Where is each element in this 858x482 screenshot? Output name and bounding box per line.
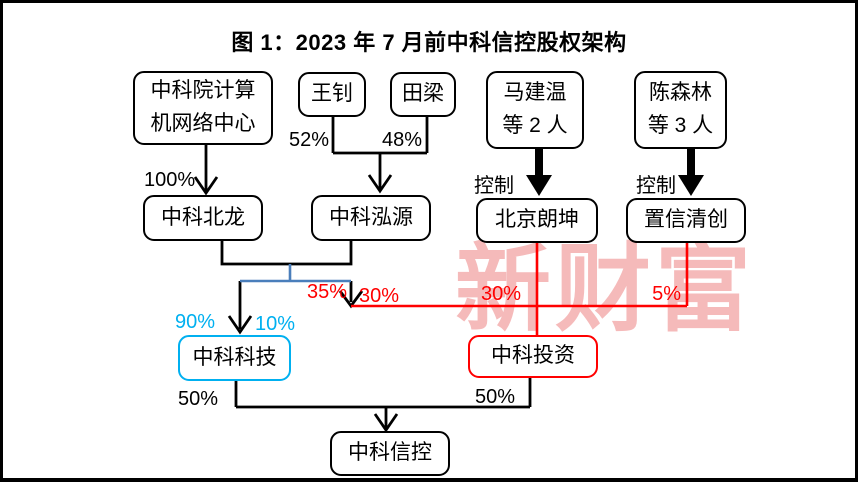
node-langkun-label: 北京朗坤 <box>495 208 579 232</box>
label-pct-5: 5% <box>652 283 681 305</box>
node-majianwen-line2: 等 2 人 <box>502 114 568 137</box>
arrowhead-control-ma-icon <box>526 175 552 196</box>
arrowhead-control-chen-icon <box>678 175 704 196</box>
label-pct-52: 52% <box>288 129 329 151</box>
node-zhongke-hongyuan: 中科泓源 <box>311 195 431 241</box>
label-pct-10: 10% <box>255 313 296 335</box>
label-pct-100: 100% <box>144 169 196 191</box>
arrowhead-hongyuan-icon <box>367 174 393 194</box>
node-chensenlin-group: 陈森林 等 3 人 <box>634 71 727 149</box>
label-control-chen: 控制 <box>636 175 676 197</box>
node-xinkong-label: 中科信控 <box>348 441 432 465</box>
node-zhixin-label: 置信清创 <box>644 208 728 232</box>
node-zhongke-xinkong: 中科信控 <box>330 431 450 476</box>
label-pct-50-right: 50% <box>475 386 516 408</box>
node-hongyuan-label: 中科泓源 <box>329 205 413 229</box>
watermark-xincaifu: 新财富 <box>455 232 755 345</box>
diagram-title: 图 1：2023 年 7 月前中科信控股权架构 <box>231 30 627 55</box>
node-zhongkeyuan-network-center: 中科院计算 机网络中心 <box>133 71 273 145</box>
node-beijing-langkun: 北京朗坤 <box>476 198 598 243</box>
node-wangzhao: 王钊 <box>298 72 366 117</box>
label-pct-50-left: 50% <box>178 388 219 410</box>
node-zhixin-qingchuang: 置信清创 <box>626 198 746 243</box>
label-control-ma: 控制 <box>474 175 514 197</box>
node-touzi-label: 中科投资 <box>491 344 575 368</box>
node-zhongkeyuan-line2: 机网络中心 <box>150 112 256 135</box>
arrowhead-keji-icon <box>227 315 253 335</box>
node-zhongke-beilong: 中科北龙 <box>143 195 263 241</box>
node-chensenlin-line2: 等 3 人 <box>647 114 714 137</box>
arrowhead-xinkong-icon <box>373 413 399 433</box>
node-wangzhao-label: 王钊 <box>311 82 353 106</box>
node-majianwen-line1: 马建温 <box>503 81 567 105</box>
node-beilong-label: 中科北龙 <box>161 205 245 229</box>
label-pct-30-mid: 30% <box>481 283 522 305</box>
node-zhongkeyuan-line1: 中科院计算 <box>150 79 256 103</box>
label-pct-48: 48% <box>382 129 423 151</box>
node-keji-label: 中科科技 <box>192 345 277 369</box>
node-chensenlin-line1: 陈森林 <box>649 81 712 105</box>
node-zhongke-keji: 中科科技 <box>178 335 291 381</box>
edge-beilong-hongyuan-merge <box>220 241 353 266</box>
node-tianliang-label: 田梁 <box>402 82 444 106</box>
node-majianwen-group: 马建温 等 2 人 <box>486 71 584 149</box>
label-pct-30-left: 30% <box>359 285 400 307</box>
label-pct-90: 90% <box>175 311 216 333</box>
arrowhead-cas-beilong-icon <box>193 176 219 196</box>
node-zhongke-touzi: 中科投资 <box>468 335 598 378</box>
label-pct-35: 35% <box>306 281 347 303</box>
node-tianliang: 田梁 <box>390 72 456 117</box>
diagram-edges-layer <box>193 116 704 433</box>
